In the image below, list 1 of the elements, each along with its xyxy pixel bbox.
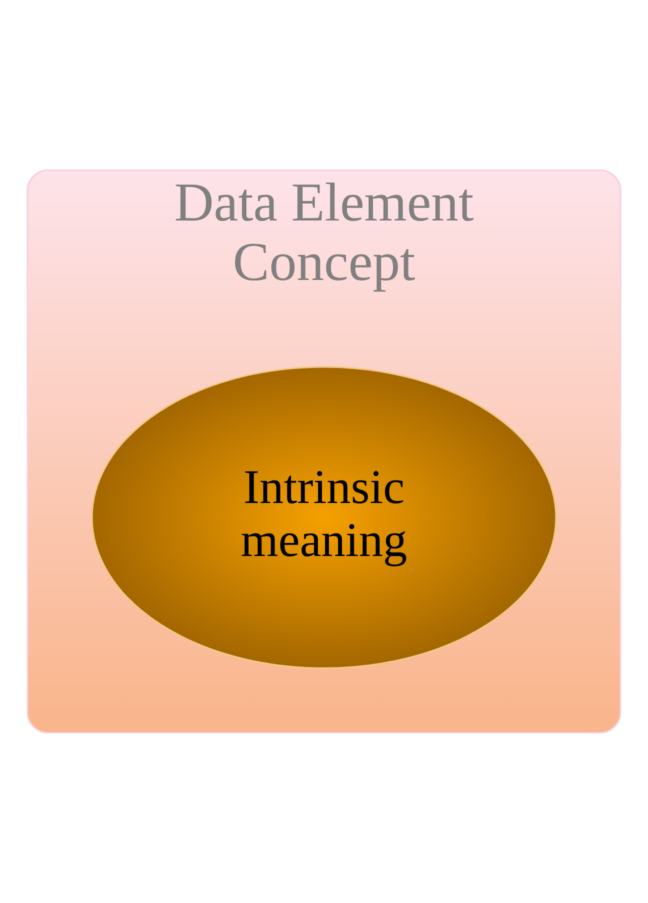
node-ellipse: Intrinsic meaning: [91, 366, 557, 670]
